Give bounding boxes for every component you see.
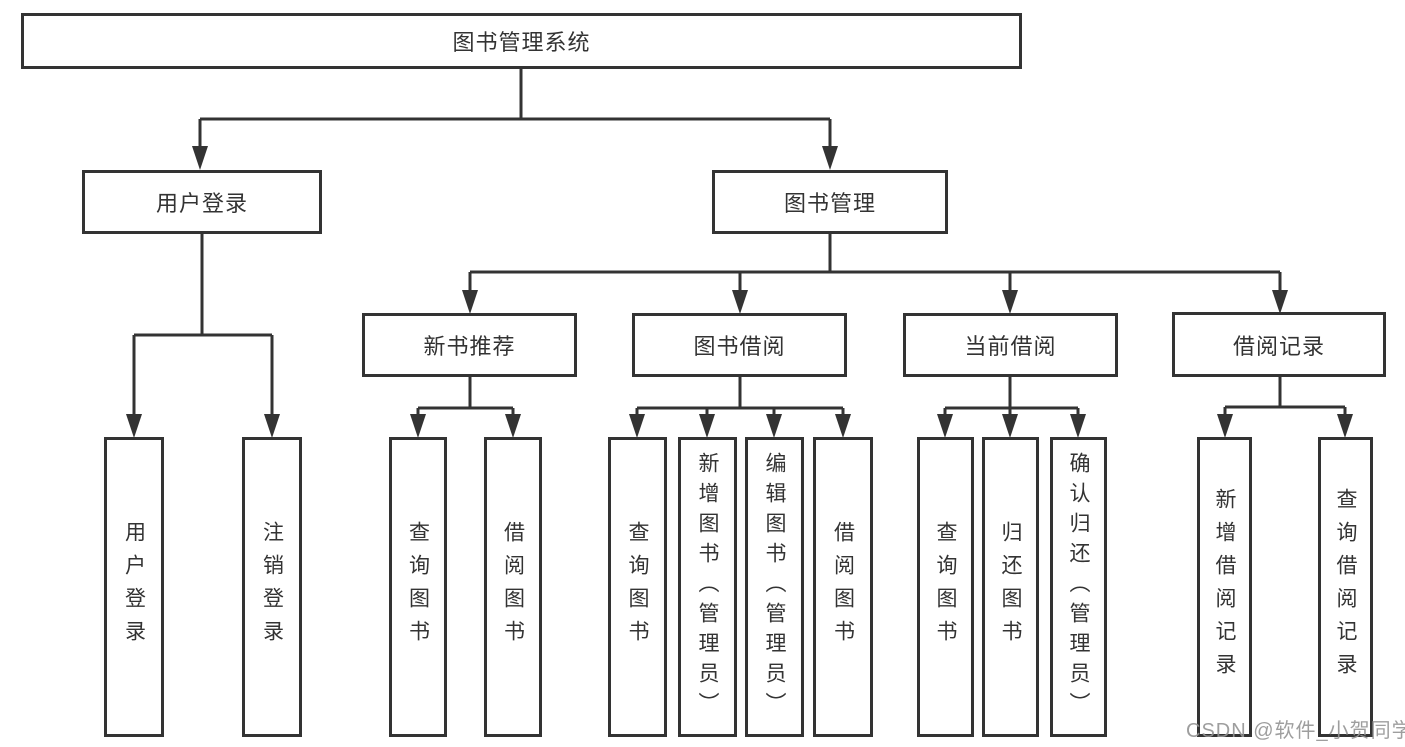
node-label: 图书借阅 [693,334,786,359]
leaf-label: 注销登录 [260,521,284,653]
node-label: 借阅记录 [1232,333,1325,359]
leaf-current-return-books: 归还图书 [982,437,1039,737]
leaf-label: 确认归还（管理员） [1067,452,1090,722]
leaf-label: 新增借阅记录 [1213,488,1236,686]
leaf-borrow-add-books-admin: 新增图书（管理员） [678,437,737,737]
leaf-borrow-borrow-books: 借阅图书 [813,437,873,737]
leaf-label: 用户登录 [122,521,146,653]
leaf-records-query-record: 查询借阅记录 [1318,437,1373,737]
leaf-label: 查询借阅记录 [1334,488,1357,686]
leaf-newbook-borrow-books: 借阅图书 [484,437,542,737]
leaf-current-query-books: 查询图书 [917,437,974,737]
node-user-login: 用户登录 [82,170,322,234]
node-borrowing-records: 借阅记录 [1172,312,1386,377]
node-book-management: 图书管理 [712,170,948,234]
leaf-label: 查询图书 [406,521,430,653]
leaf-borrow-edit-books-admin: 编辑图书（管理员） [745,437,804,737]
leaf-label: 新增图书（管理员） [696,452,719,722]
leaf-newbook-query-books: 查询图书 [389,437,447,737]
leaf-records-add-record: 新增借阅记录 [1197,437,1252,737]
leaf-current-confirm-return-admin: 确认归还（管理员） [1050,437,1107,737]
leaf-label: 查询图书 [934,521,957,653]
node-book-borrowing: 图书借阅 [632,313,847,377]
leaf-label: 编辑图书（管理员） [763,452,786,722]
node-current-borrowing: 当前借阅 [903,313,1118,377]
node-library-management-system: 图书管理系统 [21,13,1022,69]
leaf-logout: 注销登录 [242,437,302,737]
node-label: 新书推荐 [423,334,516,359]
leaf-user-login: 用户登录 [104,437,164,737]
leaf-label: 借阅图书 [831,521,855,653]
node-label: 用户登录 [155,191,248,216]
watermark-text: CSDN @软件_小贺同学 [1186,720,1405,742]
leaf-label: 归还图书 [999,521,1022,653]
node-label: 当前借阅 [964,334,1057,359]
leaf-label: 借阅图书 [501,521,525,653]
node-label: 图书管理系统 [452,30,591,55]
node-label: 图书管理 [783,191,876,216]
leaf-borrow-query-books: 查询图书 [608,437,667,737]
node-new-book-recommendation: 新书推荐 [362,313,577,377]
leaf-label: 查询图书 [626,521,649,653]
